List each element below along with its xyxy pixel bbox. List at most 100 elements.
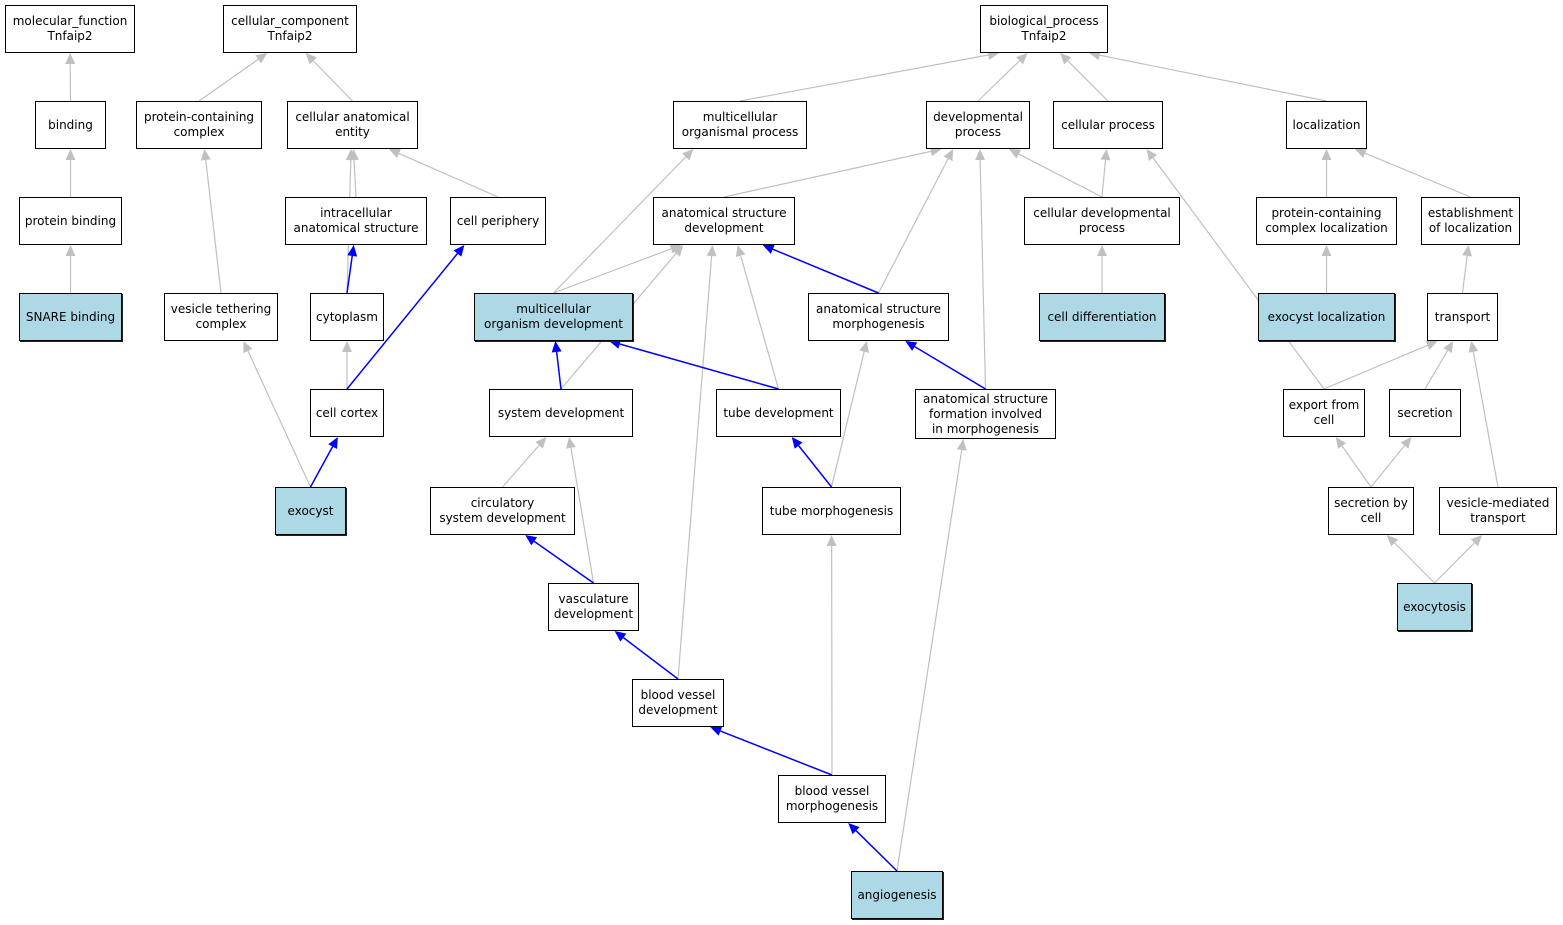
node-molecular-function-root[interactable]: molecular_function Tnfaip2 [5,5,135,53]
edge-cdp-to-dev_proc [1018,153,1103,198]
arrowhead-cell_periphery-to-cae [388,148,401,159]
edge-transport-to-eol [1461,255,1468,294]
node-exocytosis[interactable]: exocytosis [1397,583,1472,631]
edge-vasc_dev-to-sys_dev [570,447,595,584]
node-export-from-cell[interactable]: export from cell [1283,389,1365,437]
node-exocyst[interactable]: exocyst [275,487,346,535]
node-circulatory-system-development[interactable]: circulatory system development [430,487,575,535]
node-cellular-component-root[interactable]: cellular_component Tnfaip2 [223,5,357,53]
edge-bvm-to-bvd [720,730,833,776]
edge-angio-to-asf [896,449,963,872]
edge-pcc-to-cc [198,58,259,102]
node-blood-vessel-morphogenesis[interactable]: blood vessel morphogenesis [778,775,886,823]
edge-asd-to-dev_proc [723,150,931,198]
arrowhead-exocyst-to-vtc [243,341,253,354]
node-protein-binding[interactable]: protein binding [19,197,122,245]
edge-asm-to-asd [772,248,879,294]
node-localization[interactable]: localization [1286,101,1367,149]
node-multicellular-organismal-process[interactable]: multicellular organismal process [673,101,807,149]
edge-vtc-to-pcc [205,159,222,294]
edge-dev_proc-to-bp [977,60,1021,102]
edge-exocyst-to-vtc [247,350,312,488]
arrowhead-vmt-to-transport [1468,341,1479,353]
arrowhead-tube_morph-to-tube_dev [791,437,803,449]
edge-angio-to-bvm [855,830,898,872]
node-cell-periphery[interactable]: cell periphery [450,197,546,245]
arrowhead-exo_loc-to-pcl [1321,245,1332,256]
arrowhead-sys_dev-to-mod [551,341,562,353]
arrowhead-cell_cortex-to-cell_periphery [453,245,465,257]
edge-vmt-to-transport [1472,351,1499,488]
node-vesicle-mediated-transport[interactable]: vesicle-mediated transport [1439,487,1557,535]
node-anatomical-structure-development[interactable]: anatomical structure development [653,197,795,245]
node-anatomical-structure-formation[interactable]: anatomical structure formation involved … [915,389,1056,439]
node-tube-development[interactable]: tube development [716,389,841,437]
arrowhead-export-to-cell_proc [1146,149,1158,161]
node-multicellular-organism-development[interactable]: multicellular organism development [474,293,633,341]
arrowhead-angio-to-bvm [848,823,860,835]
node-biological-process-root[interactable]: biological_process Tnfaip2 [980,5,1108,53]
arrowhead-exocytosis-to-vmt [1470,535,1483,547]
arrowhead-angio-to-asf [956,439,967,451]
arrowhead-transport-to-eol [1462,245,1473,257]
node-angiogenesis[interactable]: angiogenesis [851,871,943,919]
arrowhead-sec_cell-to-export [1335,437,1347,449]
arrowhead-dev_proc-to-bp [1016,53,1028,65]
edge-cell_cortex-to-cell_periphery [346,253,459,390]
arrowhead-cell_proc-to-bp [1060,53,1072,65]
node-cellular-process[interactable]: cellular process [1053,101,1163,149]
edge-mop-to-bp [739,54,989,102]
arrowhead-tube_morph-to-asm [859,341,870,353]
arrowhead-mod-to-mop [682,149,694,161]
arrowhead-eol-to-localization [1354,148,1367,158]
edge-cdp-to-cell_proc [1101,159,1107,198]
edge-sys_dev-to-mod [555,351,562,390]
edge-asm-to-dev_proc [877,158,949,294]
edge-ias-to-cae [353,159,357,198]
arrowhead-vasc_dev-to-csd [525,535,538,546]
edge-exocytosis-to-sec_cell [1394,542,1435,584]
node-anatomical-structure-morphogenesis[interactable]: anatomical structure morphogenesis [808,293,949,341]
arrowhead-vasc_dev-to-sys_dev [566,437,576,449]
arrowhead-cae-to-cc [305,53,317,65]
arrowhead-bvd-to-vasc_dev [614,631,627,642]
arrowhead-bvd-to-asd [706,245,717,257]
edge-tube_morph-to-asm [830,351,865,488]
arrowhead-export-to-transport [1425,340,1438,350]
edge-export-to-transport [1323,344,1428,390]
node-intracellular-anatomical-structure[interactable]: intracellular anatomical structure [285,197,427,245]
node-exocyst-localization[interactable]: exocyst localization [1258,293,1395,341]
node-binding[interactable]: binding [35,101,106,149]
node-snare-binding[interactable]: SNARE binding [19,293,122,341]
node-cytoplasm[interactable]: cytoplasm [310,293,384,341]
node-cell-differentiation[interactable]: cell differentiation [1039,293,1165,341]
node-protein-containing-complex[interactable]: protein-containing complex [136,101,262,149]
node-establishment-of-localization[interactable]: establishment of localization [1421,197,1520,245]
edge-localization-to-bp [1099,54,1327,102]
arrowhead-sec_cell-to-secretion [1400,437,1412,449]
edge-tube_morph-to-tube_dev [798,445,833,488]
edge-sec_cell-to-secretion [1370,445,1406,488]
node-transport[interactable]: transport [1427,293,1498,341]
node-protein-containing-complex-localization[interactable]: protein-containing complex localization [1256,197,1397,245]
arrowhead-bvm-to-bvd [710,726,723,736]
node-cellular-developmental-process[interactable]: cellular developmental process [1024,197,1180,245]
node-secretion-by-cell[interactable]: secretion by cell [1328,487,1414,535]
edge-mod-to-asd [553,248,672,294]
arrowhead-exocyst-to-cell_cortex [328,437,338,450]
arrowhead-cell_cortex-to-cytoplasm [342,341,352,352]
node-developmental-process[interactable]: developmental process [926,101,1030,149]
edge-exocyst-to-cell_cortex [309,446,334,488]
node-vasculature-development[interactable]: vasculature development [548,583,639,631]
edge-tube_dev-to-mod [619,343,779,390]
node-vesicle-tethering-complex[interactable]: vesicle tethering complex [164,293,278,341]
arrowhead-exocytosis-to-sec_cell [1386,535,1399,547]
arrowhead-asm-to-asd [762,244,775,254]
node-blood-vessel-development[interactable]: blood vessel development [632,679,724,727]
node-system-development[interactable]: system development [489,389,633,437]
node-cell-cortex[interactable]: cell cortex [310,389,384,437]
node-cellular-anatomical-entity[interactable]: cellular anatomical entity [287,101,418,149]
node-tube-morphogenesis[interactable]: tube morphogenesis [762,487,901,535]
node-secretion[interactable]: secretion [1389,389,1461,437]
